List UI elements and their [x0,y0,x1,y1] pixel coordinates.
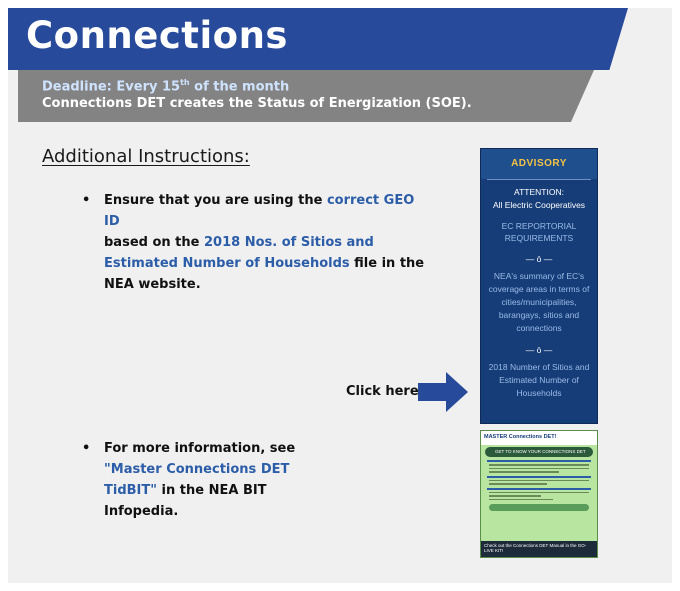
tidbit-link[interactable]: "Master Connections DET TidBIT" [104,462,290,498]
text-line [489,491,589,493]
divider [487,460,591,462]
advisory-thumbnail[interactable]: ADVISORY ATTENTION: All Electric Coopera… [480,148,598,424]
click-here-label: Click here. [346,384,424,399]
text-line [489,495,542,497]
title-banner [8,8,628,70]
page-title: Connections [26,14,288,57]
deadline-suffix: of the month [189,79,290,95]
bullet-geo-id: • Ensure that you are using the correct … [82,190,434,295]
slide: Connections Deadline: Every 15th of the … [8,8,672,583]
divider [487,475,591,478]
bullet-more-info: • For more information, see "Master Conn… [82,438,304,522]
advisory-item-sitios: 2018 Number of Sitios and Estimated Numb… [488,362,590,398]
bullet-dot: • [82,193,91,208]
right-arrow-icon [418,372,468,412]
deadline-banner [18,70,594,122]
divider [487,179,591,180]
text-line [489,467,589,469]
bullet-text: file in the NEA website. [104,256,425,292]
audience-label: All Electric Cooperatives [492,200,586,210]
advisory-separator: — ō — [525,345,553,355]
attention-label: ATTENTION: [514,187,564,197]
text-line [489,471,559,473]
advisory-attention: ATTENTION: All Electric Cooperatives [481,186,597,212]
advisory-item-coverage: NEA's summary of EC's coverage areas in … [488,271,590,333]
instructions-heading: Additional Instructions: [42,146,250,167]
tidbit-thumbnail[interactable]: MASTER Connections DET! GET TO KNOW YOUR… [480,430,598,558]
bullet-dot: • [82,441,91,456]
soe-description: Connections DET creates the Status of En… [42,96,472,111]
text-line [489,479,589,481]
bullet-text: based on the [104,235,204,250]
text-line [489,483,547,485]
bullet-text: For more information, see [104,441,296,456]
text-line [489,498,553,500]
advisory-header: ADVISORY [481,149,597,179]
tidbit-header: MASTER Connections DET! [481,431,597,445]
tidbit-pill [489,504,589,511]
geo-id-link[interactable]: correct GEO ID [104,193,415,229]
bullet-text: in the NEA BIT Infopedia. [104,483,267,519]
tidbit-footer-text: Check out the Connections DET Manual in … [484,543,587,553]
sitios-households-link[interactable]: 2018 Nos. of Sitios and Estimated Number… [104,235,374,271]
divider [487,487,591,490]
advisory-separator: — ō — [525,254,553,264]
deadline-text: Deadline: Every 15th of the month [42,78,289,94]
tidbit-footer: Check out the Connections DET Manual in … [481,541,597,557]
deadline-superscript: th [180,78,190,87]
bullet-text: Ensure that you are using the [104,193,327,208]
advisory-subject: EC REPORTORIAL REQUIREMENTS [501,221,577,243]
text-line [489,464,589,466]
deadline-prefix: Deadline: Every 15 [42,79,181,95]
tidbit-banner: GET TO KNOW YOUR CONNECTIONS DET [485,447,593,457]
